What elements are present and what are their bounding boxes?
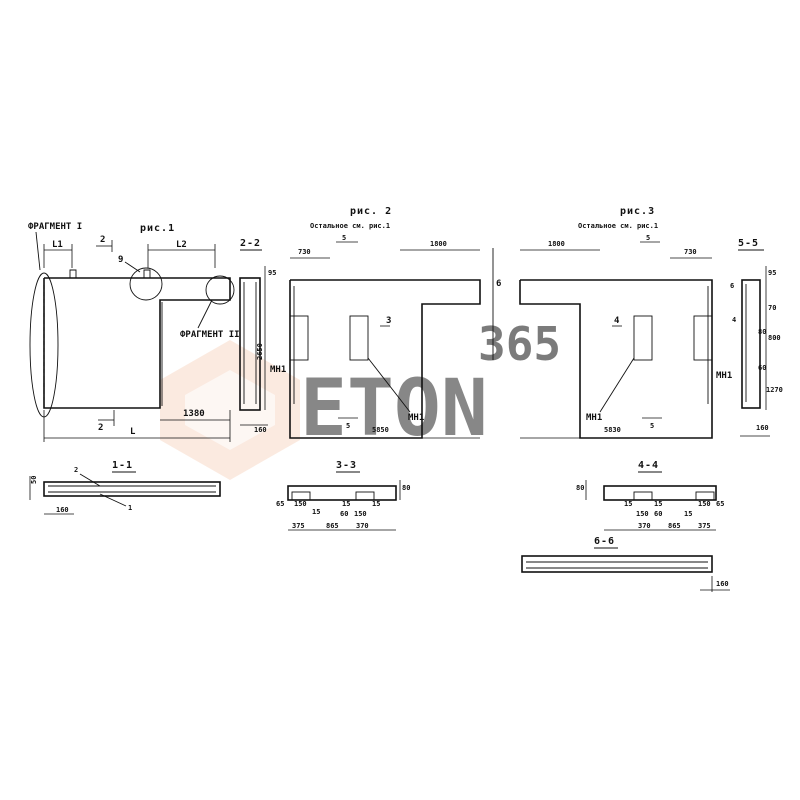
section-5-5: 5-5 6 4 95 70 80 800 60 1270 160 <box>730 238 783 437</box>
sec33-title: 3-3 <box>336 460 357 471</box>
sec33-d375: 375 <box>292 522 305 530</box>
fig2-mark-5-bottom: 5 <box>346 422 350 430</box>
sec11-mark-1: 1 <box>128 504 132 512</box>
fig2-mn1-left: МН1 <box>270 365 286 375</box>
section-3-3: 3-3 80 65 150 15 15 15 60 150 375 865 37… <box>276 460 410 531</box>
sec55-d60: 60 <box>758 364 766 372</box>
fig2-mark-5-top: 5 <box>342 234 346 242</box>
sec44-d15c: 15 <box>684 510 692 518</box>
section-4-4: 4-4 80 15 150 15 370 60 865 15 150 65 37… <box>576 460 724 531</box>
figure-3: рис.3 Остальное см. рис.1 1800 730 5 6 4… <box>496 206 732 439</box>
fig2-dim-1800: 1800 <box>430 240 447 248</box>
fig1-dim-1380: 1380 <box>183 409 205 419</box>
sec44-d150a: 150 <box>636 510 649 518</box>
watermark: 365 ETON <box>160 317 561 480</box>
fig2-dim-730: 730 <box>298 248 311 256</box>
sec33-d150b: 150 <box>354 510 367 518</box>
watermark-brand: ETON <box>300 364 488 454</box>
fig1-fragment2-label: ФРАГМЕНТ II <box>180 330 240 340</box>
fig1-L2: L2 <box>176 240 187 250</box>
sec44-d150b: 150 <box>698 500 711 508</box>
fig3-dim-1800: 1800 <box>548 240 565 248</box>
fig1-fragment1-label: ФРАГМЕНТ I <box>28 222 82 232</box>
sec55-d800: 800 <box>768 334 781 342</box>
sec55-mark-6: 6 <box>730 282 734 290</box>
sec11-title: 1-1 <box>112 460 133 471</box>
sec33-d60: 60 <box>340 510 348 518</box>
sec44-d15b: 15 <box>654 500 662 508</box>
sec33-d15b: 15 <box>342 500 350 508</box>
sec44-d65: 65 <box>716 500 724 508</box>
sec33-d80: 80 <box>402 484 410 492</box>
sec55-d70: 70 <box>768 304 776 312</box>
figure-2: рис. 2 Остальное см. рис.1 730 5 1800 3 … <box>270 206 494 439</box>
section-1-1: 1-1 2 1 50 160 <box>29 460 221 515</box>
fig1-L: L <box>130 427 136 437</box>
section-2-2: 2-2 95 2650 160 <box>239 238 276 434</box>
fig2-title: рис. 2 <box>350 206 392 217</box>
fig3-dim-5830: 5830 <box>604 426 621 434</box>
sec66-title: 6-6 <box>594 536 615 547</box>
sec55-d80: 80 <box>758 328 766 336</box>
sec33-d15c: 15 <box>372 500 380 508</box>
sec44-d60: 60 <box>654 510 662 518</box>
sec33-d150a: 150 <box>294 500 307 508</box>
fig3-title: рис.3 <box>620 206 655 217</box>
sec22-d2650: 2650 <box>256 343 264 360</box>
sec22-d95: 95 <box>268 269 276 277</box>
section-6-6: 6-6 160 <box>521 536 730 592</box>
sec44-d80: 80 <box>576 484 584 492</box>
fig1-mark-9: 9 <box>118 255 123 265</box>
fig1-L1: L1 <box>52 240 63 250</box>
fig1-title: рис.1 <box>140 223 175 234</box>
sec44-d370: 370 <box>638 522 651 530</box>
fig3-mn1-right: МН1 <box>716 371 732 381</box>
sec11-mark-2: 2 <box>74 466 78 474</box>
fig3-mark-5-bottom: 5 <box>650 422 654 430</box>
sec55-d1270: 1270 <box>766 386 783 394</box>
sec55-d160: 160 <box>756 424 769 432</box>
fig3-mn1-left: МН1 <box>586 413 602 423</box>
sec33-d65: 65 <box>276 500 284 508</box>
fig3-mark-6: 6 <box>496 279 501 289</box>
fig2-subtitle: Остальное см. рис.1 <box>310 222 390 230</box>
sec11-d50: 50 <box>30 476 38 484</box>
fig1-mark-2-bottom: 2 <box>98 423 103 433</box>
sec33-d865: 865 <box>326 522 339 530</box>
sec44-d375: 375 <box>698 522 711 530</box>
sec44-title: 4-4 <box>638 460 659 471</box>
sec11-d160: 160 <box>56 506 69 514</box>
watermark-number: 365 <box>478 317 561 371</box>
sec33-d15a: 15 <box>312 508 320 516</box>
sec44-d865: 865 <box>668 522 681 530</box>
figure-1: рис.1 ФРАГМЕНТ I ФРАГМЕНТ II L1 2 L2 9 <box>28 222 240 442</box>
sec22-d160: 160 <box>254 426 267 434</box>
sec55-d95: 95 <box>768 269 776 277</box>
fig2-dim-5850: 5850 <box>372 426 389 434</box>
fig3-subtitle: Остальное см. рис.1 <box>578 222 658 230</box>
sec55-mark-4: 4 <box>732 316 736 324</box>
sec55-title: 5-5 <box>738 238 759 249</box>
fig2-mark-3: 3 <box>386 316 391 326</box>
fig3-mark-5-top: 5 <box>646 234 650 242</box>
fig3-mark-4: 4 <box>614 316 620 326</box>
sec44-d15a: 15 <box>624 500 632 508</box>
fig2-mn1-right: МН1 <box>408 413 424 423</box>
sec33-d370: 370 <box>356 522 369 530</box>
fig1-mark-2-top: 2 <box>100 235 105 245</box>
fig3-dim-730: 730 <box>684 248 697 256</box>
sec66-d160: 160 <box>716 580 729 588</box>
sec22-title: 2-2 <box>240 238 261 249</box>
